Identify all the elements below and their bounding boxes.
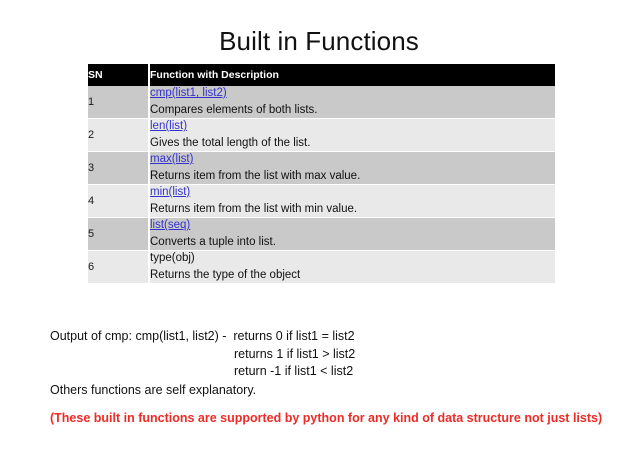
- function-name-type: type(obj): [150, 252, 195, 265]
- function-link-cmp[interactable]: cmp(list1, list2): [150, 87, 227, 99]
- row-number: 2: [88, 119, 150, 153]
- function-link-list[interactable]: list(seq): [150, 219, 191, 232]
- table-row: 4 min(list) Returns item from the list w…: [88, 185, 555, 219]
- row-description-cell: type(obj) Returns the type of the object: [150, 251, 555, 285]
- table-row: 6 type(obj) Returns the type of the obje…: [88, 251, 555, 285]
- function-description: Converts a tuple into list.: [150, 235, 276, 248]
- function-link-max[interactable]: max(list): [150, 153, 194, 166]
- table-row: 3 max(list) Returns item from the list w…: [88, 152, 555, 186]
- function-description: Gives the total length of the list.: [150, 136, 311, 149]
- function-link-min[interactable]: min(list): [150, 186, 191, 199]
- table-row: 2 len(list) Gives the total length of th…: [88, 119, 555, 153]
- row-number: 3: [88, 152, 150, 186]
- function-description: Returns the type of the object: [150, 268, 301, 281]
- table-header: SN Function with Description: [88, 64, 555, 86]
- row-description-cell: len(list) Gives the total length of the …: [150, 119, 555, 153]
- row-number: 6: [88, 251, 150, 285]
- row-description-cell: max(list) Returns item from the list wit…: [150, 152, 555, 186]
- column-header-sn: SN: [88, 64, 150, 86]
- function-description: Compares elements of both lists.: [150, 103, 318, 116]
- table-row: 5 list(seq) Converts a tuple into list.: [88, 218, 555, 252]
- row-description-cell: list(seq) Converts a tuple into list.: [150, 218, 555, 252]
- table-header-row: SN Function with Description: [88, 64, 555, 86]
- column-header-description: Function with Description: [150, 64, 555, 86]
- table-body: 1 cmp(list1, list2) Compares elements of…: [88, 86, 555, 285]
- row-description-cell: min(list) Returns item from the list wit…: [150, 185, 555, 219]
- cmp-output-line-1: Output of cmp: cmp(list1, list2) - retur…: [50, 329, 355, 343]
- function-description: Returns item from the list with max valu…: [150, 169, 361, 182]
- table-row: 1 cmp(list1, list2) Compares elements of…: [88, 86, 555, 120]
- cmp-output-line-3: return -1 if list1 < list2: [234, 364, 354, 378]
- red-emphasis-note: (These built in functions are supported …: [50, 411, 603, 425]
- others-functions-note: Others functions are self explanatory.: [50, 383, 257, 397]
- row-description-cell: cmp(list1, list2) Compares elements of b…: [150, 86, 555, 120]
- function-description: Returns item from the list with min valu…: [150, 202, 358, 215]
- built-in-functions-table: SN Function with Description 1 cmp(list1…: [88, 64, 555, 285]
- page-title: Built in Functions: [219, 26, 419, 56]
- cmp-output-line-2: returns 1 if list1 > list2: [234, 346, 356, 361]
- row-number: 1: [88, 86, 150, 120]
- row-number: 4: [88, 185, 150, 219]
- row-number: 5: [88, 218, 150, 252]
- cmp-output-block: Output of cmp: cmp(list1, list2) - retur…: [50, 328, 610, 381]
- function-link-len[interactable]: len(list): [150, 120, 188, 133]
